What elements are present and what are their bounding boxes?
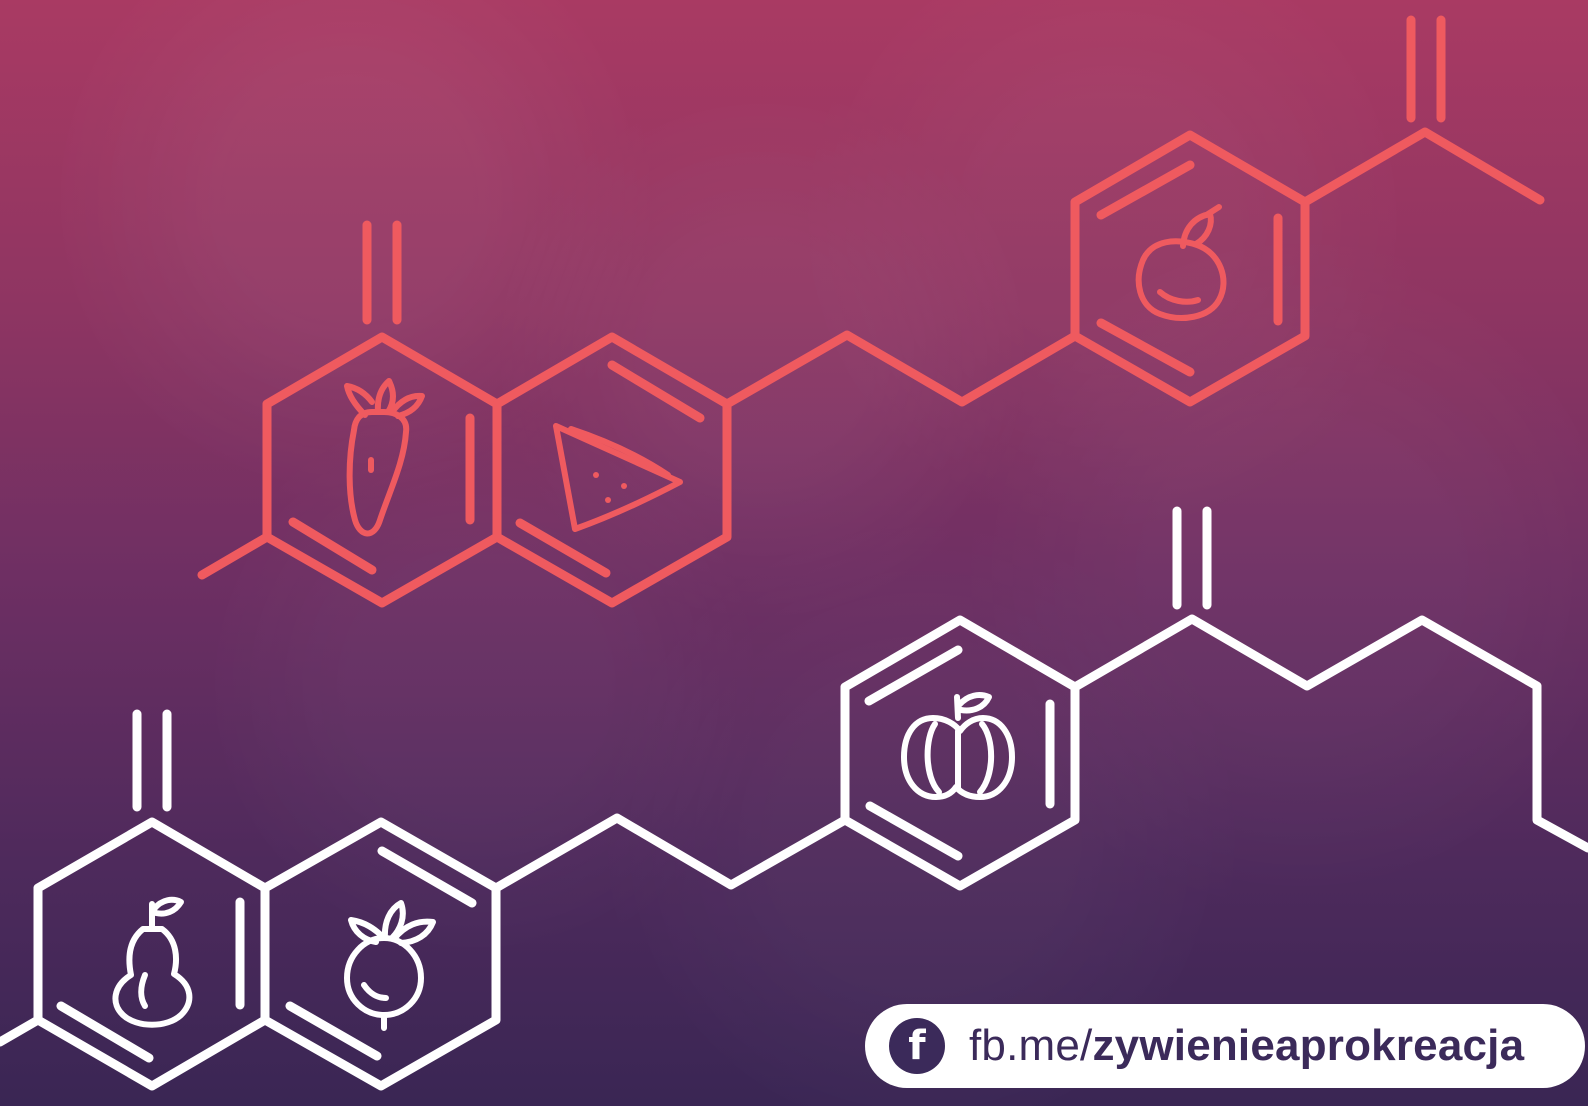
red-double-bond-left — [362, 220, 402, 325]
facebook-link-pill[interactable]: f fb.me/zywienieaprokreacja — [865, 1004, 1585, 1088]
red-chain-middle — [722, 330, 1080, 409]
red-inner-bond-4 — [515, 518, 611, 578]
red-molecule — [197, 15, 1545, 608]
facebook-url-handle: zywienieaprokreacja — [1092, 1021, 1525, 1070]
facebook-url[interactable]: fb.me/zywienieaprokreacja — [969, 1021, 1524, 1071]
red-ring-left — [262, 332, 502, 608]
white-chain-left — [0, 1015, 43, 1047]
red-chain-right — [1300, 127, 1545, 207]
carrot-icon — [344, 378, 425, 537]
eggplant-icon — [1135, 204, 1227, 321]
white-ring-middle — [260, 817, 501, 1091]
red-ring-right — [1070, 130, 1310, 407]
watermelon-icon — [553, 423, 683, 532]
red-chain-left — [197, 532, 272, 580]
white-inner-bond-2 — [56, 1001, 154, 1063]
white-inner-bond-4 — [285, 1001, 382, 1061]
white-chain-right — [1070, 614, 1588, 853]
pumpkin-icon — [901, 692, 1015, 800]
red-inner-bond-7 — [1096, 318, 1195, 377]
beet-icon — [344, 900, 436, 1031]
red-inner-bond-3 — [607, 360, 705, 423]
red-double-bond-right — [1406, 15, 1446, 123]
white-molecule — [0, 506, 1588, 1091]
white-inner-bond-7 — [865, 801, 963, 861]
white-chain-middle — [491, 813, 850, 893]
pear-icon — [112, 896, 193, 1028]
facebook-icon: f — [889, 1018, 945, 1074]
red-ring-middle — [492, 332, 732, 608]
facebook-url-prefix: fb.me/ — [969, 1021, 1093, 1070]
white-double-bond-left — [132, 709, 172, 812]
white-inner-bond-3 — [377, 846, 477, 908]
white-ring-left — [33, 817, 270, 1091]
white-inner-bond-5 — [864, 645, 963, 706]
red-inner-bond-5 — [1096, 160, 1195, 220]
white-double-bond-right — [1172, 506, 1212, 610]
red-inner-bond-2 — [288, 517, 377, 575]
